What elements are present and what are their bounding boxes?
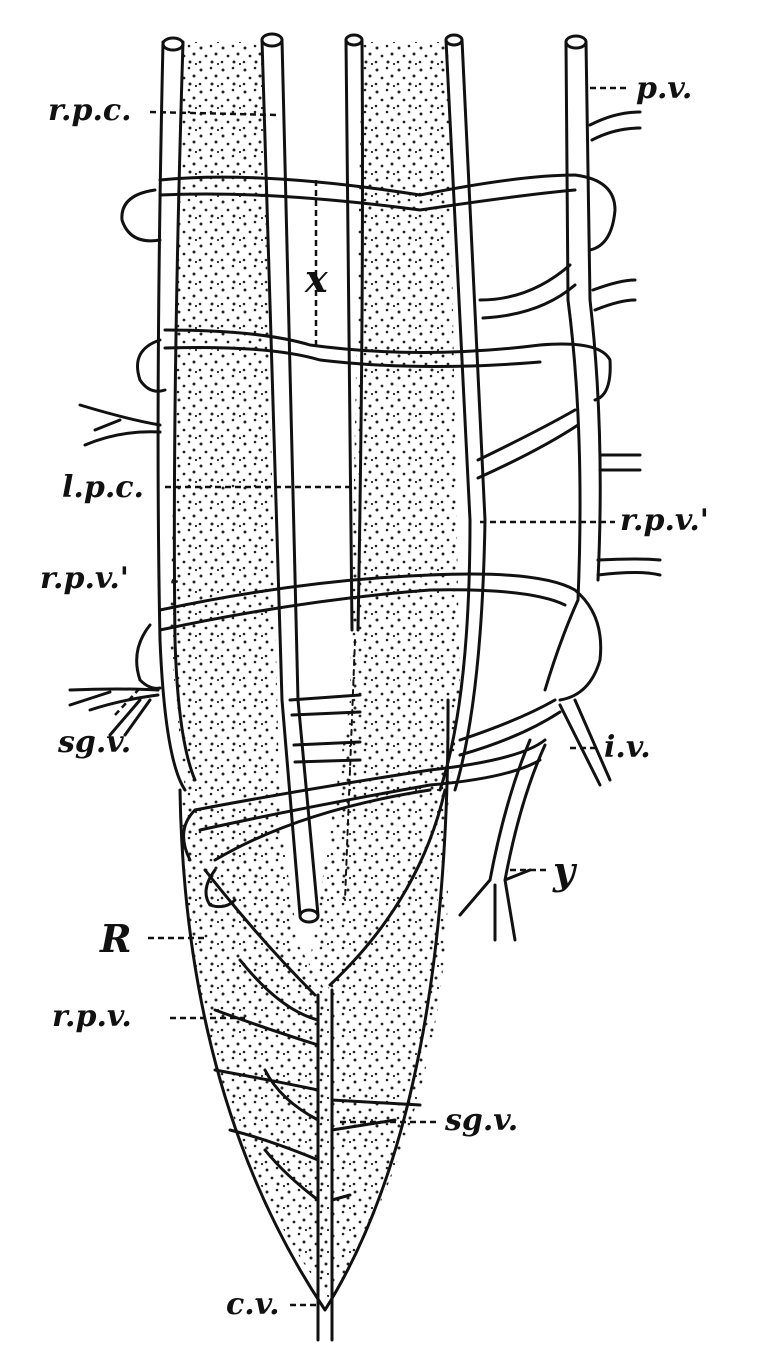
loop-3 [135,572,603,702]
vessel-left-outer-inner [172,40,197,782]
left-stippled-column [170,42,300,955]
vessel-rpc-a [260,38,302,917]
vessel-pv-b [584,40,602,582]
vessel-pv-a [543,40,582,692]
loop-5 [204,788,432,909]
label-rpv-prime-left: r.p.v.' [40,561,129,596]
vessel-lpc-cap [344,33,364,47]
vessel-pv-cap [564,34,588,50]
vessel-mid-right-a [438,38,472,792]
loop-1 [120,173,617,252]
label-rpc: r.p.c. [48,93,132,128]
loop-2 [136,328,612,402]
vessel-left-cap [161,36,185,52]
label-rpv-prime-right: r.p.v.' [620,503,709,538]
vessel-left-outer [156,40,187,792]
vessel-lpc-b [356,38,364,632]
vessel-y [458,738,547,942]
vessel-rpc-end [298,908,320,924]
vessel-rpc-cap [260,32,284,48]
label-rpv-lower: r.p.v. [52,999,132,1034]
label-R: R [100,916,132,961]
label-pv: p.v. [636,71,693,106]
label-x: x [305,256,328,301]
label-iv: i.v. [604,730,651,765]
label-sgv-upper: sg.v. [58,725,132,760]
tail-left-branch [203,868,317,997]
label-y: y [553,848,576,893]
right-stippled-column [310,42,460,990]
loop-4 [182,738,547,862]
tail-right-branch [328,788,447,987]
label-lpc: l.p.c. [62,470,144,505]
vessel-rpc-b [280,38,320,917]
vessel-mid-right-b [453,38,487,792]
label-sgv-lower: sg.v. [445,1103,519,1138]
vessel-mid-right-cap [444,33,464,47]
tail-outline [178,698,450,1312]
vessel-lpc-a [344,38,354,632]
label-cv: c.v. [226,1287,280,1322]
